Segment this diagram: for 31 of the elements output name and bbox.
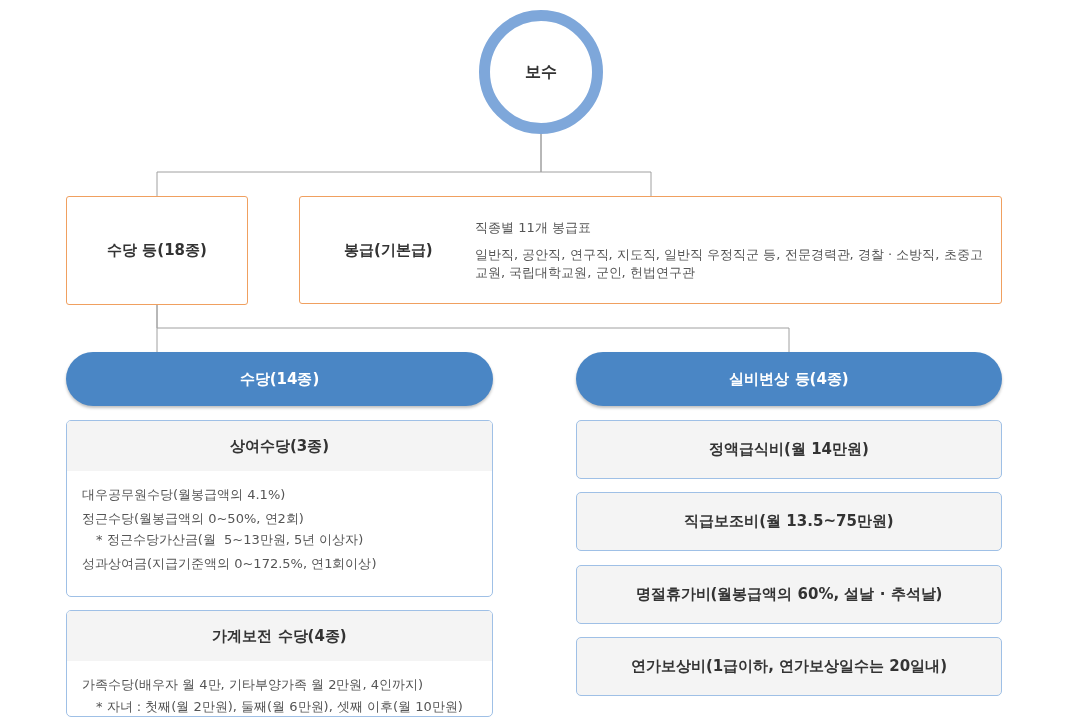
category-pill	[576, 352, 1002, 406]
node-title: 실비변상 등(4종)	[729, 368, 849, 390]
node-title: 명절휴가비(월봉급액의 60%, 설날 · 추석날)	[635, 584, 943, 606]
expense-box	[576, 492, 1002, 551]
category-box	[299, 196, 1002, 304]
item-text: 정근수당(월봉급액의 0~50%, 연2회)	[82, 509, 305, 528]
expense-box	[576, 420, 1002, 479]
connector-line	[156, 304, 790, 353]
allowance-card	[66, 610, 493, 717]
expense-box	[576, 565, 1002, 624]
expense-box	[576, 637, 1002, 696]
node-title: 수당 등(18종)	[107, 240, 207, 262]
category-box	[66, 196, 248, 305]
node-title: 연가보상비(1급이하, 연가보상일수는 20일내)	[630, 656, 948, 678]
node-title: 봉급(기본급)	[343, 239, 434, 261]
card-title: 가계보전 수당(4종)	[212, 625, 347, 647]
card-title: 상여수당(3종)	[229, 435, 330, 457]
note-text: * 정근수당가산금(월 5~13만원, 5년 이상자)	[95, 531, 365, 549]
node-title: 보수	[525, 61, 557, 83]
connector-line	[540, 133, 652, 197]
item-text: 대우공무원수당(월봉급액의 4.1%)	[82, 486, 287, 504]
node-subtitle: 직종별 11개 봉급표	[475, 219, 592, 238]
node-title: 정액급식비(월 14만원)	[709, 439, 869, 461]
node-title: 직급보조비(월 13.5~75만원)	[684, 511, 894, 533]
allowance-card	[66, 420, 493, 597]
category-pill	[66, 352, 493, 406]
node-description: 일반직, 공안직, 연구직, 지도직, 일반직 우정직군 등, 전문경력관, 경찰 · 소방직, 초중고교원, 국립대학교원, 군인, 헌법연구관	[475, 245, 984, 282]
item-text: 가족수당(배우자 월 4만, 기타부양가족 월 2만원, 4인까지)	[82, 676, 424, 694]
item-text: 성과상여금(지급기준액의 0~172.5%, 연1회이상)	[82, 554, 378, 573]
node-title: 수당(14종)	[239, 368, 320, 390]
note-text: * 자녀 : 첫째(월 2만원), 둘째(월 6만원), 셋째 이후(월 10만원)	[95, 697, 464, 716]
